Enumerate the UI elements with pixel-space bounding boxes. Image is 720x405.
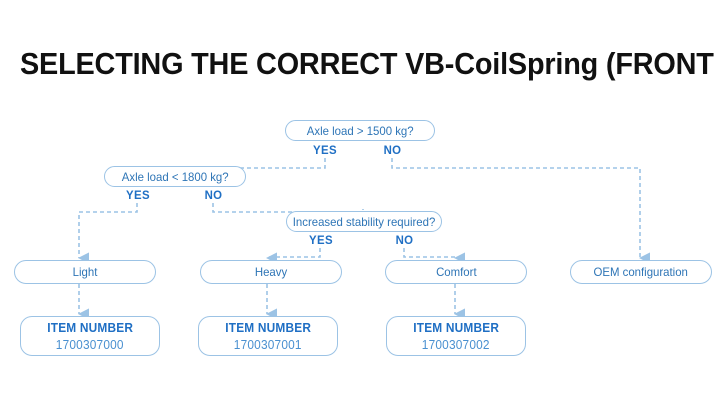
branch-label-d2-no: NO — [204, 188, 223, 202]
item-number-card-light[interactable]: ITEM NUMBER 1700307000 — [20, 316, 160, 356]
item-number-title: ITEM NUMBER — [413, 320, 499, 335]
outcome-light[interactable]: Light — [14, 260, 156, 284]
decision-label: Increased stability required? — [292, 214, 436, 229]
outcome-label: Heavy — [254, 265, 288, 279]
branch-label-d3-yes: YES — [309, 233, 333, 247]
decision-axle-load-1500[interactable]: Axle load > 1500 kg? — [285, 120, 435, 141]
branch-label-d1-no: NO — [383, 143, 402, 157]
item-number-value: 1700307000 — [56, 337, 124, 352]
outcome-label: Comfort — [435, 265, 477, 279]
outcome-oem-configuration[interactable]: OEM configuration — [570, 260, 712, 284]
branch-label-d1-yes: YES — [313, 143, 337, 157]
item-number-title: ITEM NUMBER — [47, 320, 133, 335]
wire-d2-yes — [77, 203, 138, 264]
outcome-label: Light — [72, 265, 98, 279]
page-title: SELECTING THE CORRECT VB-CoilSpring (FRO… — [20, 46, 720, 81]
outcome-label: OEM configuration — [593, 265, 689, 279]
decision-label: Axle load > 1500 kg? — [306, 123, 414, 138]
item-number-value: 1700307002 — [422, 337, 490, 352]
decision-label: Axle load < 1800 kg? — [121, 169, 229, 184]
decision-axle-load-1800[interactable]: Axle load < 1800 kg? — [104, 166, 246, 187]
item-number-card-comfort[interactable]: ITEM NUMBER 1700307002 — [386, 316, 526, 356]
item-number-title: ITEM NUMBER — [225, 320, 311, 335]
branch-label-d3-no: NO — [395, 233, 414, 247]
wire-d3-yes — [265, 248, 321, 264]
item-number-value: 1700307001 — [234, 337, 302, 352]
decision-increased-stability[interactable]: Increased stability required? — [286, 211, 442, 232]
wire-d3-no — [403, 248, 466, 264]
wire-d1-no — [391, 158, 651, 264]
branch-label-d2-yes: YES — [126, 188, 150, 202]
outcome-comfort[interactable]: Comfort — [385, 260, 527, 284]
item-number-card-heavy[interactable]: ITEM NUMBER 1700307001 — [198, 316, 338, 356]
outcome-heavy[interactable]: Heavy — [200, 260, 342, 284]
